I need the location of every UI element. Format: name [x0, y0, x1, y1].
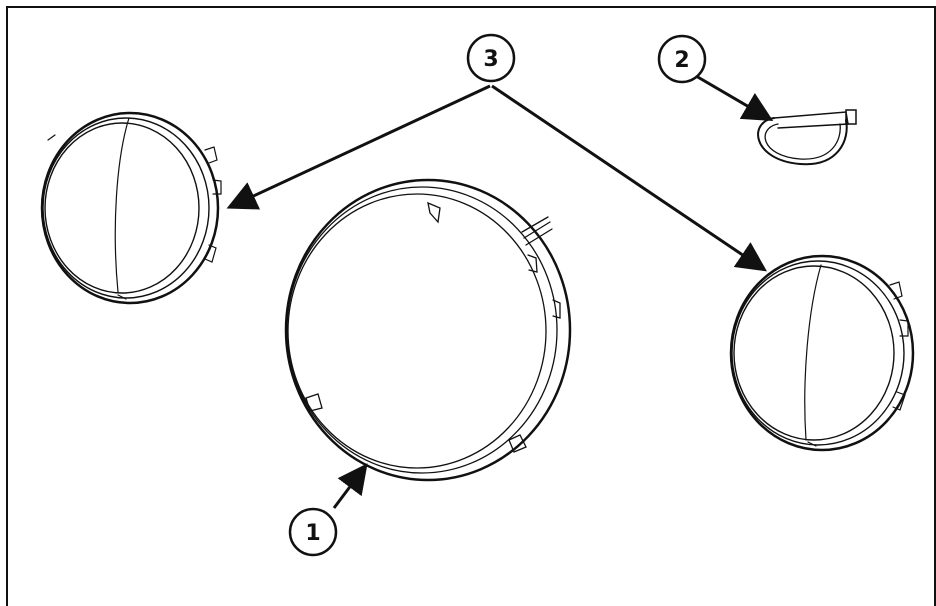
arrow-3-left [226, 84, 491, 210]
callout-2: 2 [657, 34, 707, 84]
lens-ring-right [729, 254, 915, 452]
diagram-frame [6, 6, 936, 606]
callout-1-label: 1 [305, 521, 320, 546]
callout-3: 3 [466, 33, 516, 83]
large-ring [284, 178, 572, 482]
callout-3-label: 3 [483, 47, 498, 72]
lens-ring-left [40, 111, 222, 305]
arrow-2 [695, 74, 774, 122]
arrow-3-right [491, 84, 767, 272]
cable-tie [757, 109, 857, 166]
callout-2-label: 2 [674, 48, 689, 73]
leader-arrows [226, 74, 774, 509]
arrow-1 [332, 463, 368, 509]
callout-1: 1 [288, 507, 338, 557]
